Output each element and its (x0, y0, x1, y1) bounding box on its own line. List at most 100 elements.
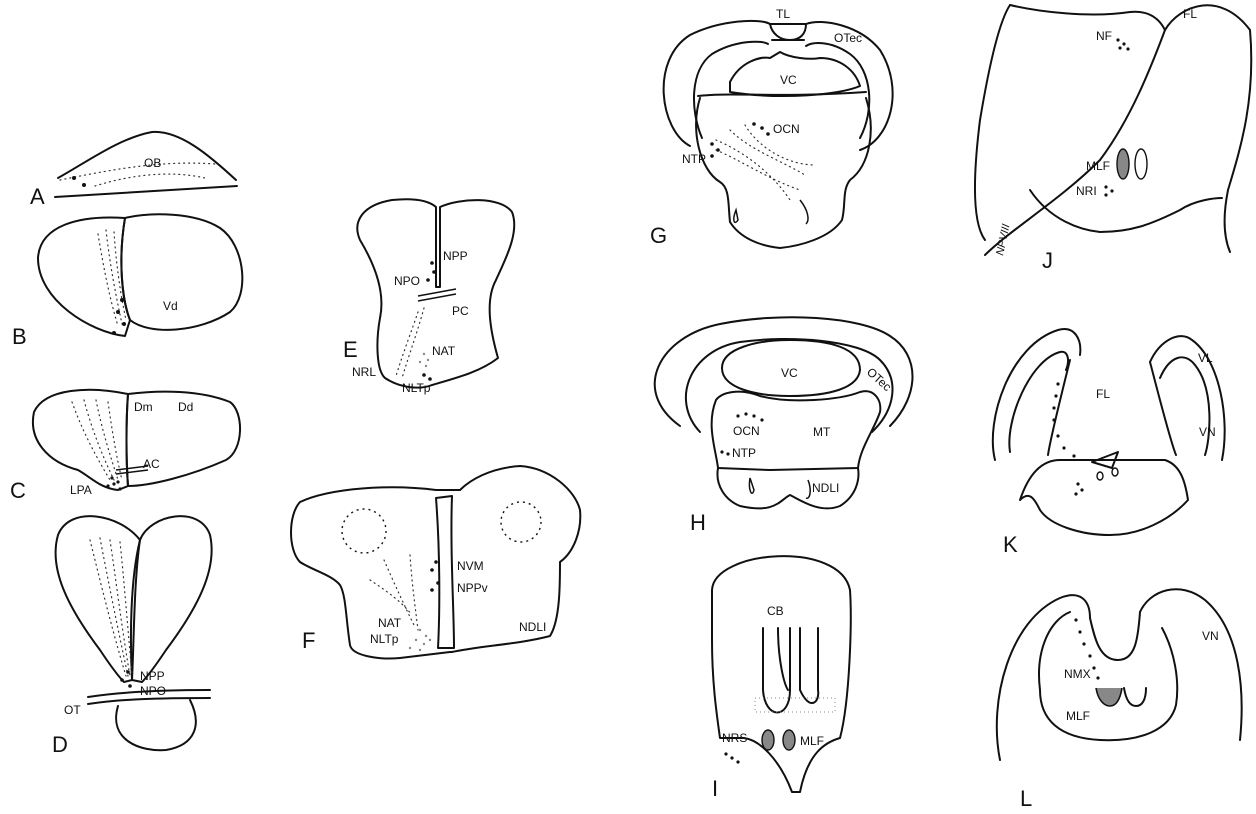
panel-a-base (55, 186, 237, 197)
label-npo: NPO (140, 684, 166, 698)
cell-dot (436, 581, 440, 585)
panel-f-ventricle (436, 496, 454, 648)
panel-i-mlf-left (762, 730, 774, 750)
panel-k-right-lobe-outer (1150, 336, 1225, 460)
cell-dot (1122, 42, 1125, 45)
cell-dot (1118, 46, 1121, 49)
cell-dot (72, 176, 76, 180)
label-ndli: NDLI (812, 481, 839, 495)
panel-l-right-outer (1140, 589, 1242, 740)
panel-l-mlf-left (1096, 688, 1122, 706)
label-vd: Vd (163, 299, 178, 313)
panel-letter-d: D (52, 732, 68, 757)
label-nat: NAT (378, 616, 402, 630)
label-ot: OT (64, 703, 81, 717)
label-mlf: MLF (800, 734, 824, 748)
cell-dot (1104, 193, 1107, 196)
cell-dot (82, 183, 86, 187)
panel-j: NF FL MLF NRI NPVIII J (975, 5, 1251, 273)
cell-dot (422, 373, 426, 377)
panel-letter-b: B (12, 324, 27, 349)
panel-d: NPP NPO OT D (52, 516, 212, 757)
label-vl: VL (1198, 351, 1213, 365)
fiber (106, 230, 122, 324)
label-lpa: LPA (70, 483, 92, 497)
panel-h-tectum-inner (686, 339, 893, 432)
panel-k-left-lobe-outer (993, 329, 1081, 460)
label-pc: PC (452, 304, 469, 318)
panel-l: VN NMX MLF L (997, 589, 1242, 811)
label-npp: NPP (443, 249, 468, 263)
cell-dot (1092, 666, 1095, 669)
label-nat: NAT (432, 344, 456, 358)
cell-dot (1054, 394, 1057, 397)
cell-dot (716, 148, 720, 152)
label-dd: Dd (178, 400, 193, 414)
label-mlf: MLF (1066, 709, 1090, 723)
fiber (90, 540, 126, 676)
cell-dot (120, 678, 124, 682)
panel-k-oval-2 (1112, 468, 1118, 476)
stipple (425, 635, 427, 637)
stipple (409, 647, 411, 649)
vessel (749, 478, 754, 493)
panel-a: OB A (30, 132, 237, 209)
cell-dot (1082, 642, 1085, 645)
stipple (425, 365, 427, 367)
label-nmx: NMX (1064, 667, 1091, 681)
cell-dot (112, 331, 116, 335)
label-ntp: NTP (732, 446, 756, 460)
panel-i-cb-fold-2 (778, 628, 788, 690)
cell-dot (1088, 654, 1091, 657)
label-fl: FL (1183, 7, 1197, 21)
label-tl: TL (776, 7, 790, 21)
panel-letter-g: G (650, 223, 667, 248)
panel-letter-i: I (712, 776, 718, 801)
cell-dot (1052, 418, 1055, 421)
panel-k-left-wall (1048, 360, 1070, 455)
cell-dot (760, 418, 763, 421)
fiber (716, 150, 800, 190)
label-nltp: NLTp (370, 632, 399, 646)
panel-letter-e: E (343, 337, 358, 362)
stipple (423, 353, 425, 355)
fiber (370, 580, 412, 615)
cell-dot (1116, 38, 1119, 41)
panel-d-ventral (116, 700, 196, 750)
stipple (415, 639, 417, 641)
panel-letter-j: J (1042, 248, 1053, 273)
cell-dot (730, 756, 733, 759)
panel-k-base (1020, 460, 1188, 535)
vessel (800, 200, 808, 224)
panel-g-torus (770, 24, 806, 40)
stipple (427, 359, 429, 361)
cell-dot (120, 298, 124, 302)
panel-d-right (132, 516, 212, 682)
panel-c-left (33, 390, 128, 490)
cell-dot (752, 122, 756, 126)
fiber (114, 232, 126, 320)
panel-l-mlf-right (1124, 688, 1146, 706)
cell-dot (1072, 454, 1075, 457)
cell-dot (430, 568, 434, 572)
stipple (423, 643, 425, 645)
cell-dot (122, 322, 126, 326)
cell-dot (426, 278, 430, 282)
panel-j-mlf-left (1117, 149, 1129, 179)
cell-dot (1080, 488, 1083, 491)
fiber (108, 402, 122, 480)
panel-letter-a: A (30, 184, 45, 209)
panel-letter-k: K (1003, 532, 1018, 557)
cell-dot (1126, 47, 1129, 50)
label-otec: OTec (864, 365, 894, 394)
panel-i-cb-fold-3 (800, 628, 818, 703)
vessel (806, 480, 810, 498)
cell-dot (1052, 406, 1055, 409)
cell-dot (744, 412, 747, 415)
panel-letter-f: F (302, 628, 315, 653)
label-ocn: OCN (733, 424, 760, 438)
cell-dot (432, 270, 436, 274)
cell-dot (1076, 482, 1079, 485)
cell-dot (116, 480, 119, 483)
cell-dot (736, 760, 739, 763)
